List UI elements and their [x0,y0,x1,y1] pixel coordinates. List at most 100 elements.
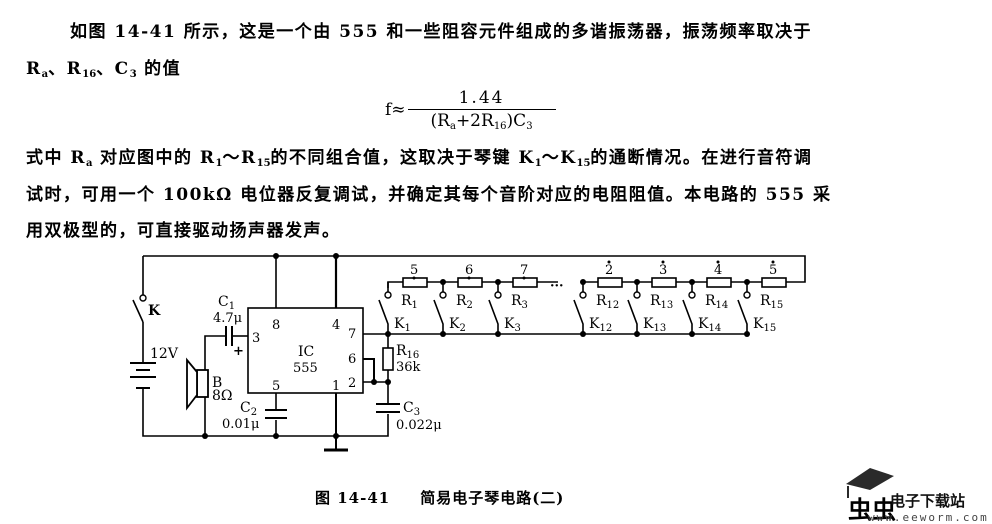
pin-8: 8 [272,318,280,333]
key-k12-blade [573,299,584,334]
pin-1: 1 [332,379,340,394]
key-label-k12: K12 [589,316,612,334]
text-fragment: ～R [222,148,257,168]
resistor-r3 [512,277,538,288]
switch-k-blade [132,299,144,323]
c2-capacitor [265,409,287,419]
pin-4: 4 [332,318,340,333]
rail-junction [440,331,446,337]
rail-junction [580,331,586,337]
key-k3-blade [488,299,499,334]
formula-numerator: 1.44 [407,88,556,110]
rail-junction [495,331,501,337]
key-label-k13: K13 [643,316,666,334]
resistor-label-r15: R15 [760,293,783,311]
top-rail-wire [143,255,806,283]
rail-junction [744,331,750,337]
figure-title: 简易电子琴电路(二) [420,489,565,507]
key-contact [633,291,641,299]
junctions [202,253,391,439]
note-digit: 4 [714,263,722,278]
speaker-wire [204,335,225,436]
key-label-k15: K15 [753,316,776,334]
resistor-r2 [457,277,483,288]
key-contact [743,291,751,299]
svg-text:虫虫: 虫虫 [848,495,896,524]
c2-value: 0.01μ [222,417,259,432]
subscript: 3 [129,69,137,80]
formula-denominator: (Ra+2R16)C3 [431,110,533,132]
symbol-c: 、C [96,59,130,79]
subscript: 1 [534,158,542,169]
resistor-r15 [761,277,787,288]
text-fragment: (R [430,111,450,131]
paragraph-line-3: 式中 Ra 对应图中的 R1～R15的不同组合值，这取决于琴键 K1～K15的通… [26,140,812,182]
pin6-wire [363,358,375,382]
pin-2: 2 [348,376,356,391]
note-digit: 2 [605,263,613,278]
speaker-icon [186,357,209,411]
r16-value: 36k [396,360,421,375]
subscript: 1 [215,158,223,169]
key-k15-blade [737,299,748,334]
c3-label: C3 [403,400,420,418]
note-digit: 5 [769,263,777,278]
paragraph-line-5: 用双极型的，可直接驱动扬声器发声。 [26,221,341,241]
switch-k-label: K [148,303,161,319]
figure-caption: 图 14-41 简易电子琴电路(二) [315,487,564,508]
pin-7: 7 [348,327,356,342]
text-fragment: 的值 [136,59,182,79]
subscript: 16 [82,69,97,80]
resistor-r12 [597,277,623,288]
note-digit: 5 [410,263,418,278]
text-fragment: )C [506,111,527,131]
c3-wire [336,414,389,437]
eeworm-watermark: 虫虫 电子下载站 www.eeworm.com [840,462,992,524]
formula-lhs: f≈ [385,100,406,120]
key-label-k2: K2 [449,316,466,334]
battery-label: 12V [150,346,179,362]
c1-value: 4.7μ [213,311,242,326]
c3-value: 0.022μ [396,418,442,433]
paragraph-line-4: 试时，可用一个 100kΩ 电位器反复调试，并确定其每个音阶对应的电阻阻值。本电… [26,185,832,205]
switch-k-contact [139,294,147,302]
note-dot-high [607,260,611,264]
subscript: 16 [493,121,507,132]
pin-5: 5 [272,379,280,394]
battery-12v [130,362,156,389]
key-contact [439,291,447,299]
key-k14-blade [682,299,693,334]
note-dot-low [412,276,416,280]
rail-junction [689,331,695,337]
note-digit: 7 [520,263,528,278]
watermark-url: www.eeworm.com [868,511,989,524]
subscript: a [86,158,93,169]
c1-capacitor [225,326,233,346]
circuit-labels: K 12V C1 4.7μ + B 8Ω C2 0.01μ IC 555 8 4… [148,279,564,433]
text-fragment: +2R [455,111,494,131]
note-dot-low [522,276,526,280]
key-label-k1: K1 [394,316,411,334]
key-k1-blade [378,299,389,334]
resistor-r13 [651,277,677,288]
ic-555-body [247,307,364,394]
c2-label: C2 [240,400,257,418]
frequency-formula: f≈ 1.44 (Ra+2R16)C3 [385,88,556,132]
subscript: 3 [526,121,533,132]
key-contact [579,291,587,299]
pin-3: 3 [252,331,260,346]
symbol-r: R [26,59,42,79]
key-k13-blade [627,299,638,334]
text-fragment: ～K [541,148,577,168]
rail-junction [634,331,640,337]
watermark-brand: 电子下载站 [890,492,966,510]
c1-label: C1 [218,294,235,312]
key-contact [384,291,392,299]
text-fragment: 对应图中的 R [92,148,216,168]
ic-label: IC [298,344,314,360]
figure-number: 图 14-41 [315,489,391,507]
key-label-k3: K3 [504,316,521,334]
resistor-r14 [706,277,732,288]
note-dot-high [771,260,775,264]
